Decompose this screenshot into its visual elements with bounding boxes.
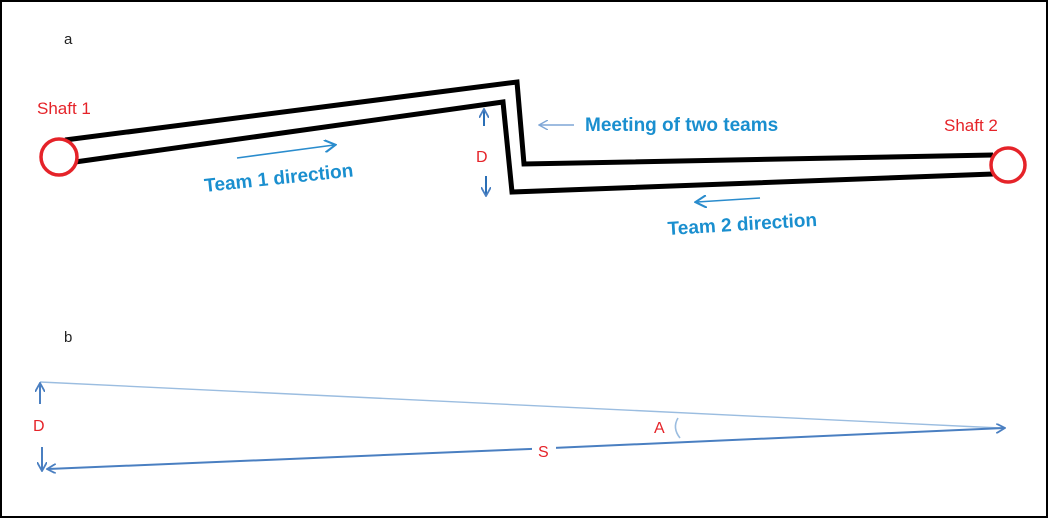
shaft-1-icon [39, 137, 79, 177]
offset-a-label: D [476, 149, 488, 166]
shaft-2-label: Shaft 2 [944, 116, 998, 135]
tunnel-lower-wall [67, 99, 994, 195]
shaft-1-label: Shaft 1 [37, 99, 91, 118]
meeting-label: Meeting of two teams [585, 115, 778, 136]
upper-reference-line [39, 381, 1001, 429]
angle-arc [674, 417, 681, 439]
angle-label: A [654, 420, 665, 437]
shaft-2-icon [989, 146, 1027, 184]
span-arrow-left [48, 448, 531, 469]
span-label: S [538, 444, 549, 461]
tunnel-upper-wall [64, 79, 994, 167]
team-2-direction-arrow [697, 198, 761, 202]
span-arrow-right [529, 428, 1004, 450]
panel-b-label: b [64, 329, 72, 346]
team-1-direction-arrow [236, 145, 334, 159]
offset-b-label: D [33, 418, 45, 435]
span-label-bg [532, 437, 556, 461]
frame-border [0, 0, 1048, 518]
panel-a-label: a [64, 31, 73, 48]
